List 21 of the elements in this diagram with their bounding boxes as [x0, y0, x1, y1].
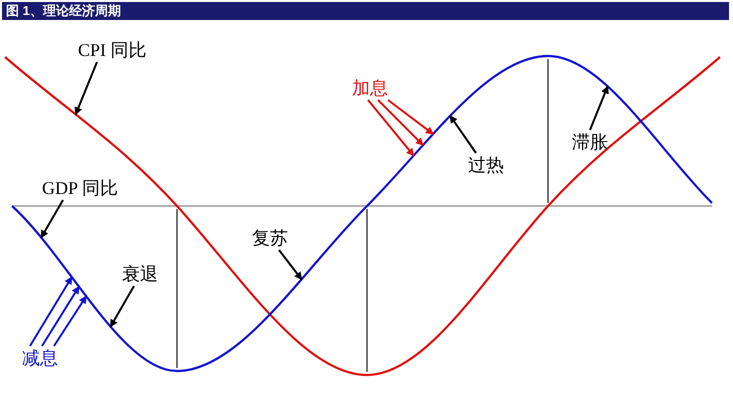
leader-arrow: [449, 114, 477, 154]
curve-label: GDP 同比: [42, 176, 118, 200]
curve-label: 滞胀: [572, 130, 608, 154]
leader-arrow: [40, 200, 64, 238]
title-bar: 图 1、理论经济周期: [2, 2, 729, 20]
leader-arrow: [110, 286, 135, 328]
leader-arrow: [53, 295, 87, 347]
leader-arrow: [367, 99, 414, 156]
leader-arrow: [387, 99, 434, 135]
curve-label: 衰退: [122, 262, 158, 286]
curve-label: 减息: [22, 346, 58, 370]
leader-arrow: [278, 249, 302, 280]
leader-arrow: [29, 276, 73, 347]
leader-arrow: [377, 99, 424, 146]
leader-arrow: [41, 286, 80, 347]
curve-label: CPI 同比: [78, 38, 147, 62]
leader-arrow: [74, 62, 98, 116]
curve-label: 复苏: [252, 226, 288, 250]
curve-label: 加息: [352, 76, 388, 100]
curve-label: 过热: [468, 153, 504, 177]
leader-arrow: [589, 85, 609, 130]
